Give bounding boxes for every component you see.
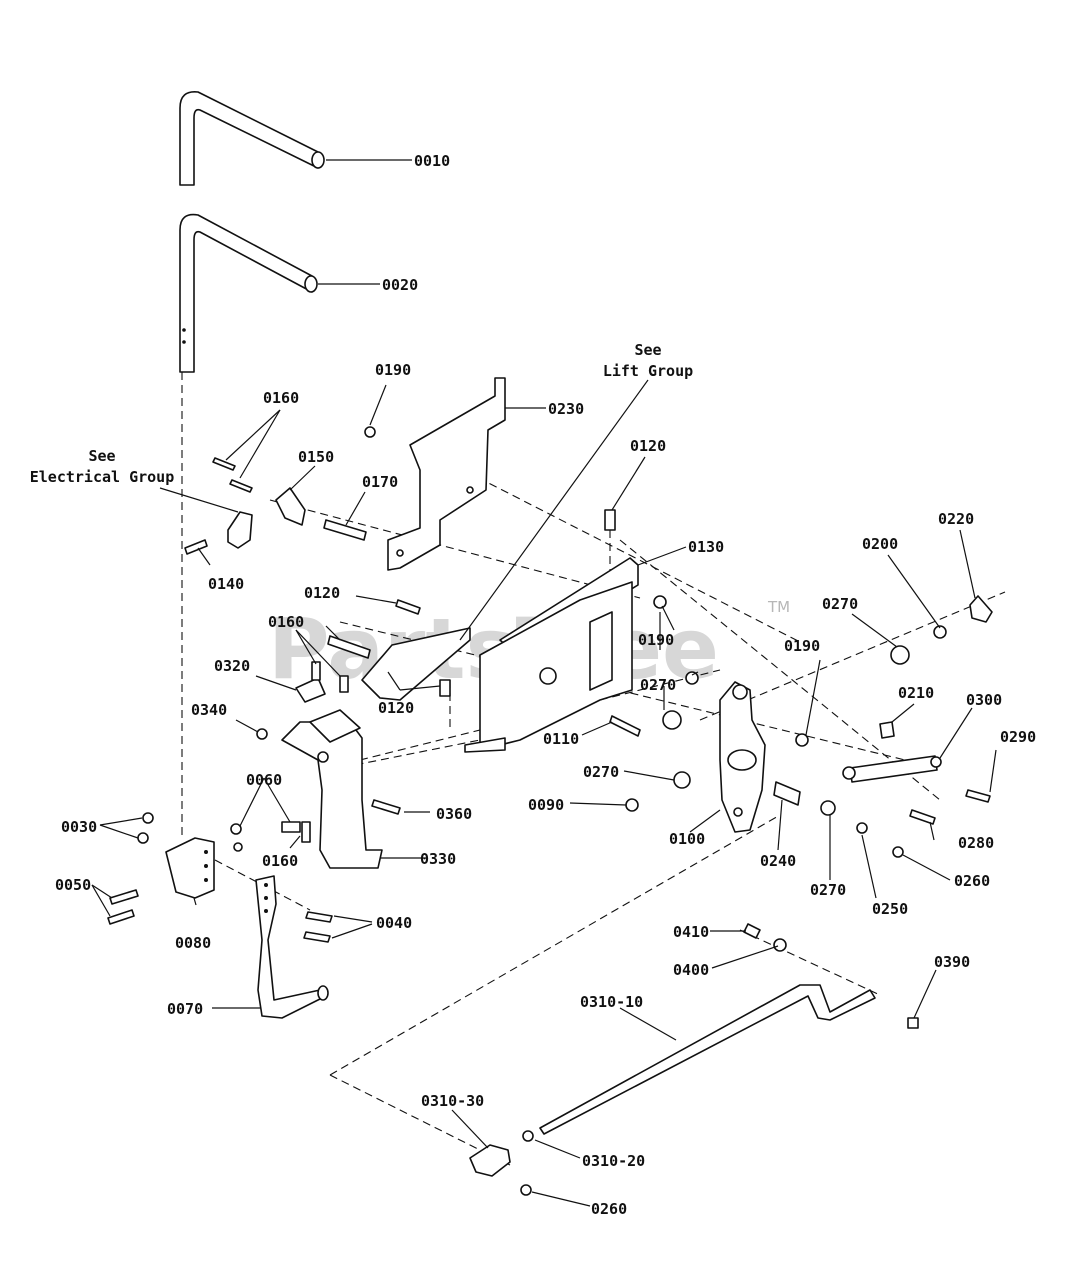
- callout-0310-20: 0310-20: [582, 1152, 645, 1170]
- callout-0200: 0200: [862, 535, 898, 553]
- callout-0120-bottom: 0120: [378, 699, 414, 717]
- part-bracket-0150: [275, 487, 306, 526]
- callout-0120-left: 0120: [304, 584, 340, 602]
- part-plate-0320: [295, 677, 326, 703]
- callout-0140: 0140: [208, 575, 244, 593]
- callout-0050: 0050: [55, 876, 91, 894]
- callout-0170: 0170: [362, 473, 398, 491]
- callout-0270-right: 0270: [822, 595, 858, 613]
- callout-0290: 0290: [1000, 728, 1036, 746]
- note-lift-line-1: See: [634, 341, 661, 359]
- part-arm-0100: [719, 681, 766, 833]
- callout-0060: 0060: [246, 771, 282, 789]
- part-handle-lower-0020: [179, 213, 318, 373]
- callout-labels: 0010 0020 0190 0230 0160 0150 0170 0120 …: [55, 152, 1036, 1218]
- callout-0310-10: 0310-10: [580, 993, 643, 1011]
- part-lift-bracket-left: [361, 627, 471, 701]
- callout-0340: 0340: [191, 701, 227, 719]
- part-spacer-0210: [879, 721, 895, 739]
- callout-0390: 0390: [934, 953, 970, 971]
- callout-0030: 0030: [61, 818, 97, 836]
- note-see-electrical-group: See Electrical Group: [30, 447, 175, 486]
- part-clip-0220: [969, 595, 993, 623]
- part-bushings: [137, 426, 947, 1196]
- callout-0240: 0240: [760, 852, 796, 870]
- note-see-lift-group: See Lift Group: [603, 341, 693, 380]
- callout-0210: 0210: [898, 684, 934, 702]
- callout-0100: 0100: [669, 830, 705, 848]
- part-bracket-0080: [165, 837, 215, 899]
- callout-0300: 0300: [966, 691, 1002, 709]
- callout-0010: 0010: [414, 152, 450, 170]
- note-electrical-line-2: Electrical Group: [30, 468, 175, 486]
- callout-0400: 0400: [673, 961, 709, 979]
- part-handle-upper-0010: [179, 91, 325, 186]
- callout-0310-30: 0310-30: [421, 1092, 484, 1110]
- part-mount-plate-0230: [387, 377, 506, 571]
- callout-0130: 0130: [688, 538, 724, 556]
- callout-0410: 0410: [673, 923, 709, 941]
- callout-0360: 0360: [436, 805, 472, 823]
- part-fasteners: [107, 457, 991, 1029]
- callout-0280: 0280: [958, 834, 994, 852]
- leader-lines: [91, 159, 997, 1207]
- part-bracket-0330: [281, 709, 383, 869]
- callout-0220: 0220: [938, 510, 974, 528]
- callout-0260-right: 0260: [954, 872, 990, 890]
- callout-0230: 0230: [548, 400, 584, 418]
- callout-0250: 0250: [872, 900, 908, 918]
- callout-0270-bottom: 0270: [810, 881, 846, 899]
- part-lever-0070: [255, 875, 329, 1019]
- callout-0120-right: 0120: [630, 437, 666, 455]
- callout-0260-bottom: 0260: [591, 1200, 627, 1218]
- callout-0090: 0090: [528, 796, 564, 814]
- callout-0190-right: 0190: [784, 637, 820, 655]
- callout-0330: 0330: [420, 850, 456, 868]
- part-rod-0310-10: [539, 984, 876, 1135]
- callout-0160-top: 0160: [263, 389, 299, 407]
- callout-0190-top: 0190: [375, 361, 411, 379]
- callout-0160-mid: 0160: [268, 613, 304, 631]
- callout-0150: 0150: [298, 448, 334, 466]
- part-gas-spring-0280: [842, 755, 942, 783]
- callout-0190-mid: 0190: [638, 631, 674, 649]
- callout-0040: 0040: [376, 914, 412, 932]
- watermark-trademark: TM: [767, 598, 790, 616]
- part-switch-electrical: [227, 511, 253, 549]
- callout-0110: 0110: [543, 730, 579, 748]
- callout-0270-left: 0270: [583, 763, 619, 781]
- callout-0080: 0080: [175, 934, 211, 952]
- callout-0020: 0020: [382, 276, 418, 294]
- callout-0160-bottom: 0160: [262, 852, 298, 870]
- part-pin-0240: [773, 781, 801, 806]
- part-clevis-0310-30: [469, 1144, 511, 1177]
- note-electrical-line-1: See: [88, 447, 115, 465]
- callout-0070: 0070: [167, 1000, 203, 1018]
- callout-0320: 0320: [214, 657, 250, 675]
- callout-0270-mid: 0270: [640, 676, 676, 694]
- part-control-bracket-0130: [464, 557, 639, 753]
- note-lift-line-2: Lift Group: [603, 362, 693, 380]
